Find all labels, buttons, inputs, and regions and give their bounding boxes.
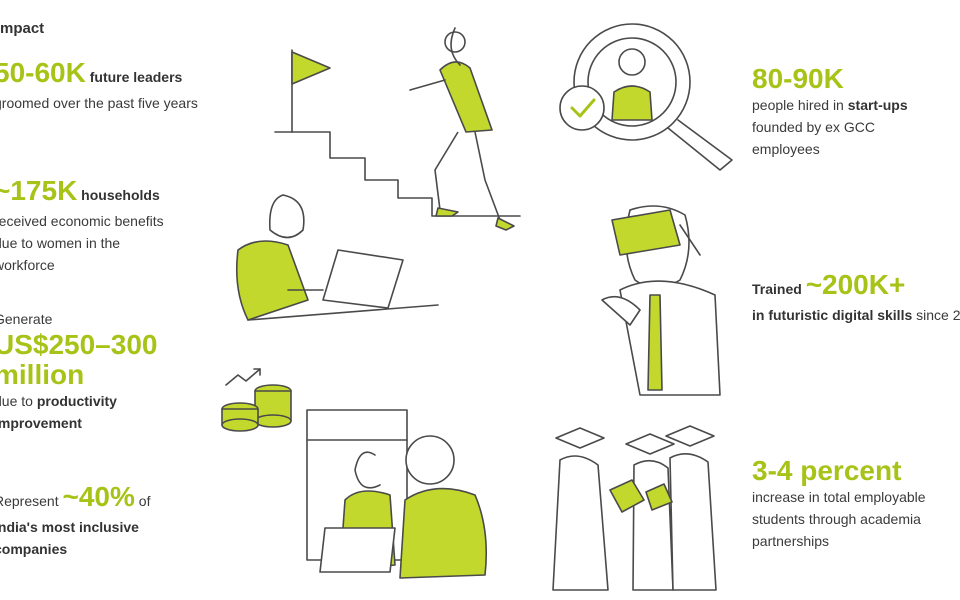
stat-label: India's most inclusive companies	[0, 519, 139, 557]
stat-description: groomed over the past five years	[0, 95, 198, 111]
stat-suffix: of	[134, 493, 151, 509]
stat-value: ~200K+	[805, 269, 906, 300]
magnifier-illustration	[559, 23, 733, 171]
stat-description-end: founded by ex GCC employees	[752, 119, 875, 157]
stat-block-future-leaders: 50-60K future leaders groomed over the p…	[0, 58, 224, 114]
stat-description: received economic benefits due to women …	[0, 213, 164, 273]
stat-block-employable: 3-4 percent increase in total employable…	[752, 456, 960, 552]
stat-label: in futuristic digital skills	[752, 307, 913, 323]
stat-prefix: Generate	[0, 311, 53, 327]
section-title: mpact	[0, 20, 45, 37]
stat-block-startups: 80-90K people hired in start-ups founded…	[752, 64, 952, 160]
stat-value: US$250–300 million	[0, 329, 158, 390]
stat-description: since 2015	[916, 307, 960, 323]
stat-prefix: Represent	[0, 493, 63, 509]
stat-value: ~175K	[0, 175, 78, 206]
stat-label: households	[77, 187, 160, 203]
stat-block-inclusive: Represent ~40% of India's most inclusive…	[0, 482, 194, 560]
colleagues-illustration	[306, 409, 487, 579]
stat-prefix: Trained	[752, 281, 806, 297]
stat-block-digital-skills: Trained ~200K+ in futuristic digital ski…	[752, 270, 960, 326]
stat-value: 50-60K	[0, 57, 86, 88]
woman-climbing-stairs-illustration	[274, 27, 521, 231]
graduates-illustration	[552, 425, 717, 591]
stat-block-productivity: Generate US$250–300 million due to produ…	[0, 308, 214, 434]
stat-label: productivity improvement	[0, 393, 117, 431]
stat-label: future leaders	[85, 69, 183, 85]
coin-stacks-illustration	[221, 368, 292, 432]
vr-man-illustration	[601, 205, 721, 396]
stat-description: people hired in	[752, 97, 848, 113]
stat-description: increase in total employable students th…	[752, 489, 926, 549]
stat-description: due to	[0, 393, 33, 409]
stat-label: start-ups	[847, 97, 908, 113]
woman-laptop-illustration	[235, 194, 439, 321]
stat-value: ~40%	[62, 481, 135, 512]
stat-value: 3-4 percent	[752, 455, 902, 486]
stat-block-households: ~175K households received economic benef…	[0, 176, 194, 276]
stat-value: 80-90K	[752, 63, 844, 94]
